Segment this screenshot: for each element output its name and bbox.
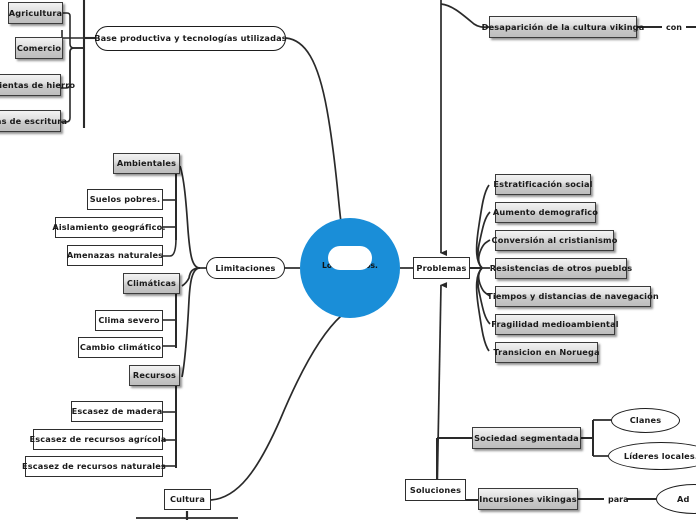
node-label: Tiempos y distancias de navegación — [487, 291, 659, 302]
node-soluciones[interactable]: Soluciones — [405, 479, 466, 501]
node-label: Incursiones vikingas — [479, 493, 577, 504]
node-label: Desaparición de la cultura vikinga — [481, 21, 645, 32]
node-tiempos-y-distancias-de-navegacion[interactable]: Tiempos y distancias de navegación — [487, 286, 659, 307]
node-ambientales[interactable]: Ambientales — [113, 153, 180, 174]
node-lideres-locales[interactable]: Líderes locales. — [608, 442, 696, 470]
node-formas-de-escritura[interactable]: Formas de escritura — [0, 110, 67, 132]
node-label: Base productiva y tecnologías utilizadas — [94, 33, 287, 44]
node-amenazas-naturales[interactable]: Amenazas naturales — [67, 245, 163, 266]
node-aumento-demografico[interactable]: Aumento demografico — [492, 202, 599, 223]
node-desaparicion-cultura-vikinga[interactable]: Desaparición de la cultura vikinga — [482, 16, 644, 38]
node-cultura[interactable]: Cultura — [164, 489, 211, 510]
edge-label-para: para — [608, 495, 629, 504]
node-transicion-en-noruega[interactable]: Transicion en Noruega — [493, 342, 600, 363]
node-label: Escasez de madera — [71, 406, 163, 417]
node-escasez-de-madera[interactable]: Escasez de madera — [71, 401, 163, 422]
node-label: Ad — [677, 493, 690, 504]
node-suelos-pobres[interactable]: Suelos pobres. — [87, 189, 163, 210]
node-label: Clima severo — [98, 315, 160, 326]
node-recursos[interactable]: Recursos — [129, 365, 180, 386]
node-label: Escasez de recursos agrícola — [29, 434, 167, 445]
node-incursiones-vikingas[interactable]: Incursiones vikingas — [478, 488, 578, 510]
node-label: Aumento demografico — [492, 207, 599, 218]
node-cambio-climatico[interactable]: Cambio climático — [78, 337, 163, 358]
node-resistencias-de-otros-pueblos[interactable]: Resistencias de otros pueblos — [490, 258, 632, 279]
node-label: Líderes locales. — [623, 450, 696, 461]
node-label: Comercio — [16, 42, 62, 53]
node-label: Climáticas — [126, 278, 177, 289]
node-label: Escasez de recursos naturales — [22, 461, 166, 472]
node-label: Agricultura — [8, 7, 63, 18]
node-label: Recursos — [132, 370, 177, 381]
node-base-productiva[interactable]: Base productiva y tecnologías utilizadas — [94, 26, 287, 51]
node-escasez-de-recursos-agricola[interactable]: Escasez de recursos agrícola — [30, 429, 166, 450]
node-estratificacion-social[interactable]: Estratificación social — [493, 174, 593, 195]
node-label: Soluciones — [409, 484, 462, 495]
node-escasez-de-recursos-naturales[interactable]: Escasez de recursos naturales — [22, 456, 166, 477]
node-label: Problemas — [416, 262, 467, 273]
node-problemas[interactable]: Problemas — [413, 257, 470, 279]
node-label: Transicion en Noruega — [493, 347, 600, 358]
node-label: Ambientales — [116, 158, 177, 169]
node-label: Herramientas de hierro — [0, 79, 76, 90]
node-ad[interactable]: Ad — [656, 484, 696, 514]
node-label: Sociedad segmentada — [474, 432, 579, 443]
node-sociedad-segmentada[interactable]: Sociedad segmentada — [472, 427, 581, 449]
node-label: Cambio climático — [79, 342, 162, 353]
node-agricultura[interactable]: Agricultura — [8, 2, 63, 24]
node-label: Suelos pobres. — [89, 194, 161, 205]
node-conversion-al-cristianismo[interactable]: Conversión al cristianismo — [492, 230, 617, 251]
node-label: Clanes — [629, 415, 662, 426]
node-clima-severo[interactable]: Clima severo — [95, 310, 163, 331]
central-node-inner-shape — [328, 246, 372, 270]
node-label: Fragilidad medioambiental — [491, 319, 619, 330]
node-limitaciones[interactable]: Limitaciones — [206, 257, 285, 279]
node-aislamiento-geografico[interactable]: Aislamiento geográfico. — [52, 217, 166, 238]
edge-label-con: con — [666, 23, 682, 32]
node-label: Estratificación social — [493, 179, 593, 190]
node-comercio[interactable]: Comercio — [15, 37, 63, 59]
node-label: Cultura — [170, 494, 205, 505]
node-label: Amenazas naturales — [66, 250, 164, 261]
node-label: Aislamiento geográfico. — [52, 222, 166, 233]
node-clanes[interactable]: Clanes — [611, 408, 680, 433]
node-label: Formas de escritura — [0, 115, 68, 126]
node-label: Limitaciones — [215, 262, 276, 273]
node-label: Resistencias de otros pueblos — [489, 263, 633, 274]
node-label: Conversión al cristianismo — [491, 235, 618, 246]
node-climaticas[interactable]: Climáticas — [123, 273, 180, 294]
node-fragilidad-medioambiental[interactable]: Fragilidad medioambiental — [491, 314, 619, 335]
node-herramientas-de-hierro[interactable]: Herramientas de hierro — [0, 74, 75, 96]
